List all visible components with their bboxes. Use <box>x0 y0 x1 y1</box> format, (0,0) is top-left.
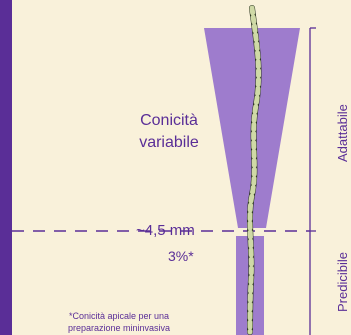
footnote: *Conicità apicale per una preparazione m… <box>34 310 204 334</box>
measure-label: ~4,5 mm <box>136 222 195 239</box>
footnote-line1: *Conicità apicale per una <box>68 311 170 321</box>
footnote-line2: preparazione mininvasiva <box>67 323 171 333</box>
conicity-label: Conicità variabile <box>134 110 204 154</box>
zone-label-adattabile: Adattabile <box>335 104 350 162</box>
endodontic-file-icon <box>246 5 262 335</box>
conicity-label-line2: variabile <box>139 134 199 151</box>
left-accent-bar <box>0 0 12 335</box>
percent-label: 3%* <box>168 248 194 264</box>
zone-label-predicibile: Predicibile <box>335 252 350 312</box>
conicity-label-line1: Conicità <box>140 112 198 129</box>
